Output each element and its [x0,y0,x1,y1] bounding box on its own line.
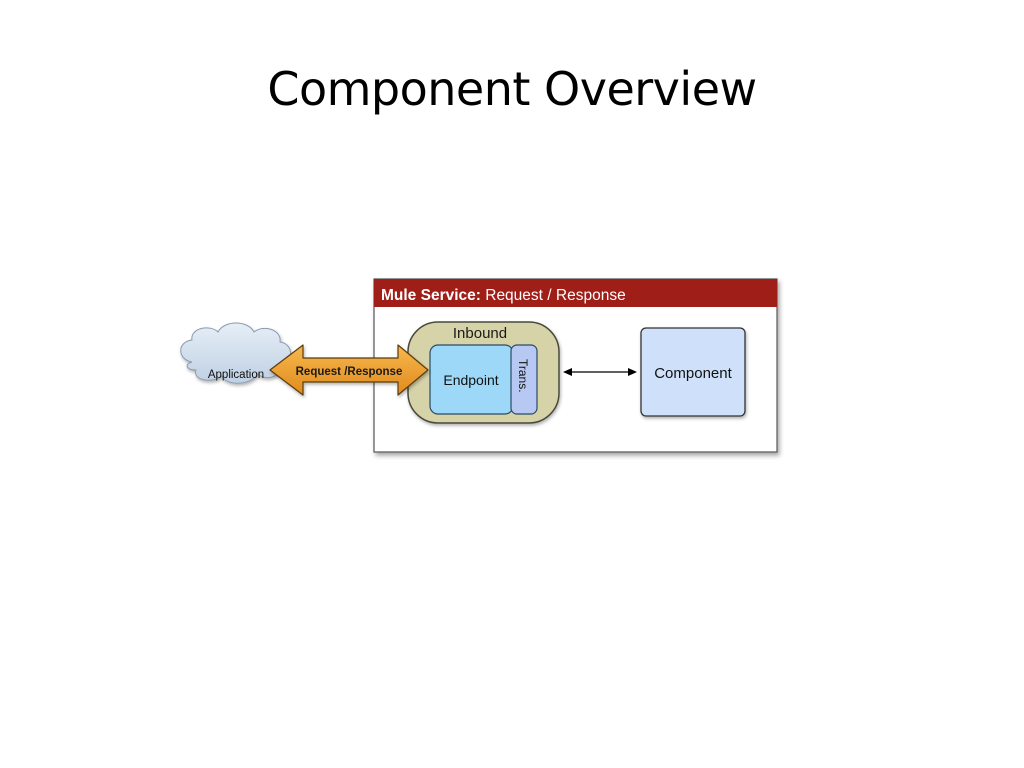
component-box: Component [640,327,746,417]
connector-arrow [563,368,637,376]
slide-title: Component Overview [267,62,757,116]
component-label: Component [654,365,732,382]
application-cloud: Application [180,322,291,384]
inbound-label: Inbound [453,325,507,342]
endpoint-label: Endpoint [443,372,498,388]
diagram-canvas: Mule Service: Request / Response Inbound… [180,278,778,453]
request-response-label: Request /Response [296,366,403,378]
trans-label: Trans. [516,359,530,393]
endpoint-box: Endpoint [429,344,514,415]
service-header-text: Mule Service: Request / Response [381,287,626,304]
transformer-box: Trans. [510,344,538,415]
service-header-bar [374,279,777,307]
mule-service-diagram: Mule Service: Request / Response Inbound… [170,270,790,470]
application-label: Application [208,369,264,381]
request-response-arrow: Request /Response [269,344,429,396]
